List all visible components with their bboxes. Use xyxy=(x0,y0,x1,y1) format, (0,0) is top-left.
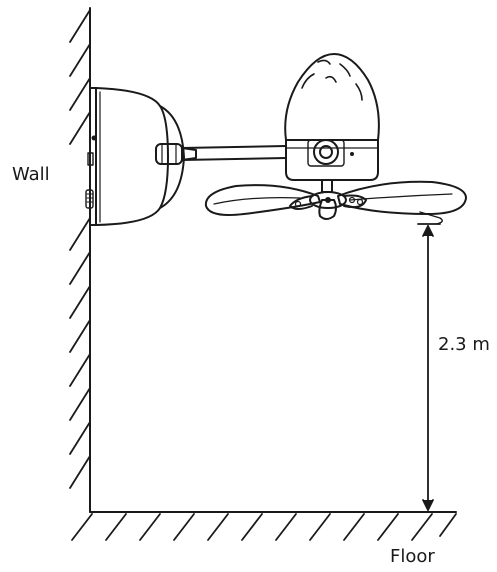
blade-root-right xyxy=(343,194,367,209)
vent-slot xyxy=(301,73,315,89)
tilt-knob-outer xyxy=(313,139,339,165)
mount-plate xyxy=(89,87,97,226)
floor-label: Floor xyxy=(390,546,435,567)
wall-label: Wall xyxy=(12,164,50,185)
wall-mount-base xyxy=(85,87,185,226)
arm-joint-collar xyxy=(155,143,183,165)
vent-slot xyxy=(325,75,337,83)
height-dimension-label: 2.3 m xyxy=(438,334,490,355)
mount-screw-top xyxy=(91,135,97,141)
wall-hatching xyxy=(69,9,91,489)
mount-switch xyxy=(87,152,94,166)
fan-hub xyxy=(309,191,347,209)
vent-slot xyxy=(355,83,363,101)
motor-collar xyxy=(285,139,379,181)
floor-hatching xyxy=(71,513,457,541)
fan-shaft xyxy=(321,179,333,193)
blade-root-left xyxy=(289,195,313,210)
extension-arm xyxy=(155,143,287,165)
height-dimension xyxy=(417,223,441,511)
fan-blade-right xyxy=(337,180,467,215)
fan-head xyxy=(284,53,380,193)
wall xyxy=(69,7,91,513)
tilt-knob-inner xyxy=(319,145,333,159)
mount-plug xyxy=(85,189,94,209)
vent-slot xyxy=(339,63,351,77)
fan-blade-left xyxy=(204,184,321,216)
arrow-up xyxy=(422,225,434,237)
fan-blades xyxy=(204,180,467,225)
indicator-light xyxy=(350,152,354,156)
motor-housing xyxy=(284,53,380,141)
knob-bracket xyxy=(307,139,345,167)
arm-taper xyxy=(181,147,197,161)
arm-rod xyxy=(181,145,287,161)
arrow-down xyxy=(422,499,434,511)
floor xyxy=(71,511,457,541)
mount-rim xyxy=(159,105,185,209)
mount-dome xyxy=(95,87,169,226)
vent-slot xyxy=(317,59,331,65)
